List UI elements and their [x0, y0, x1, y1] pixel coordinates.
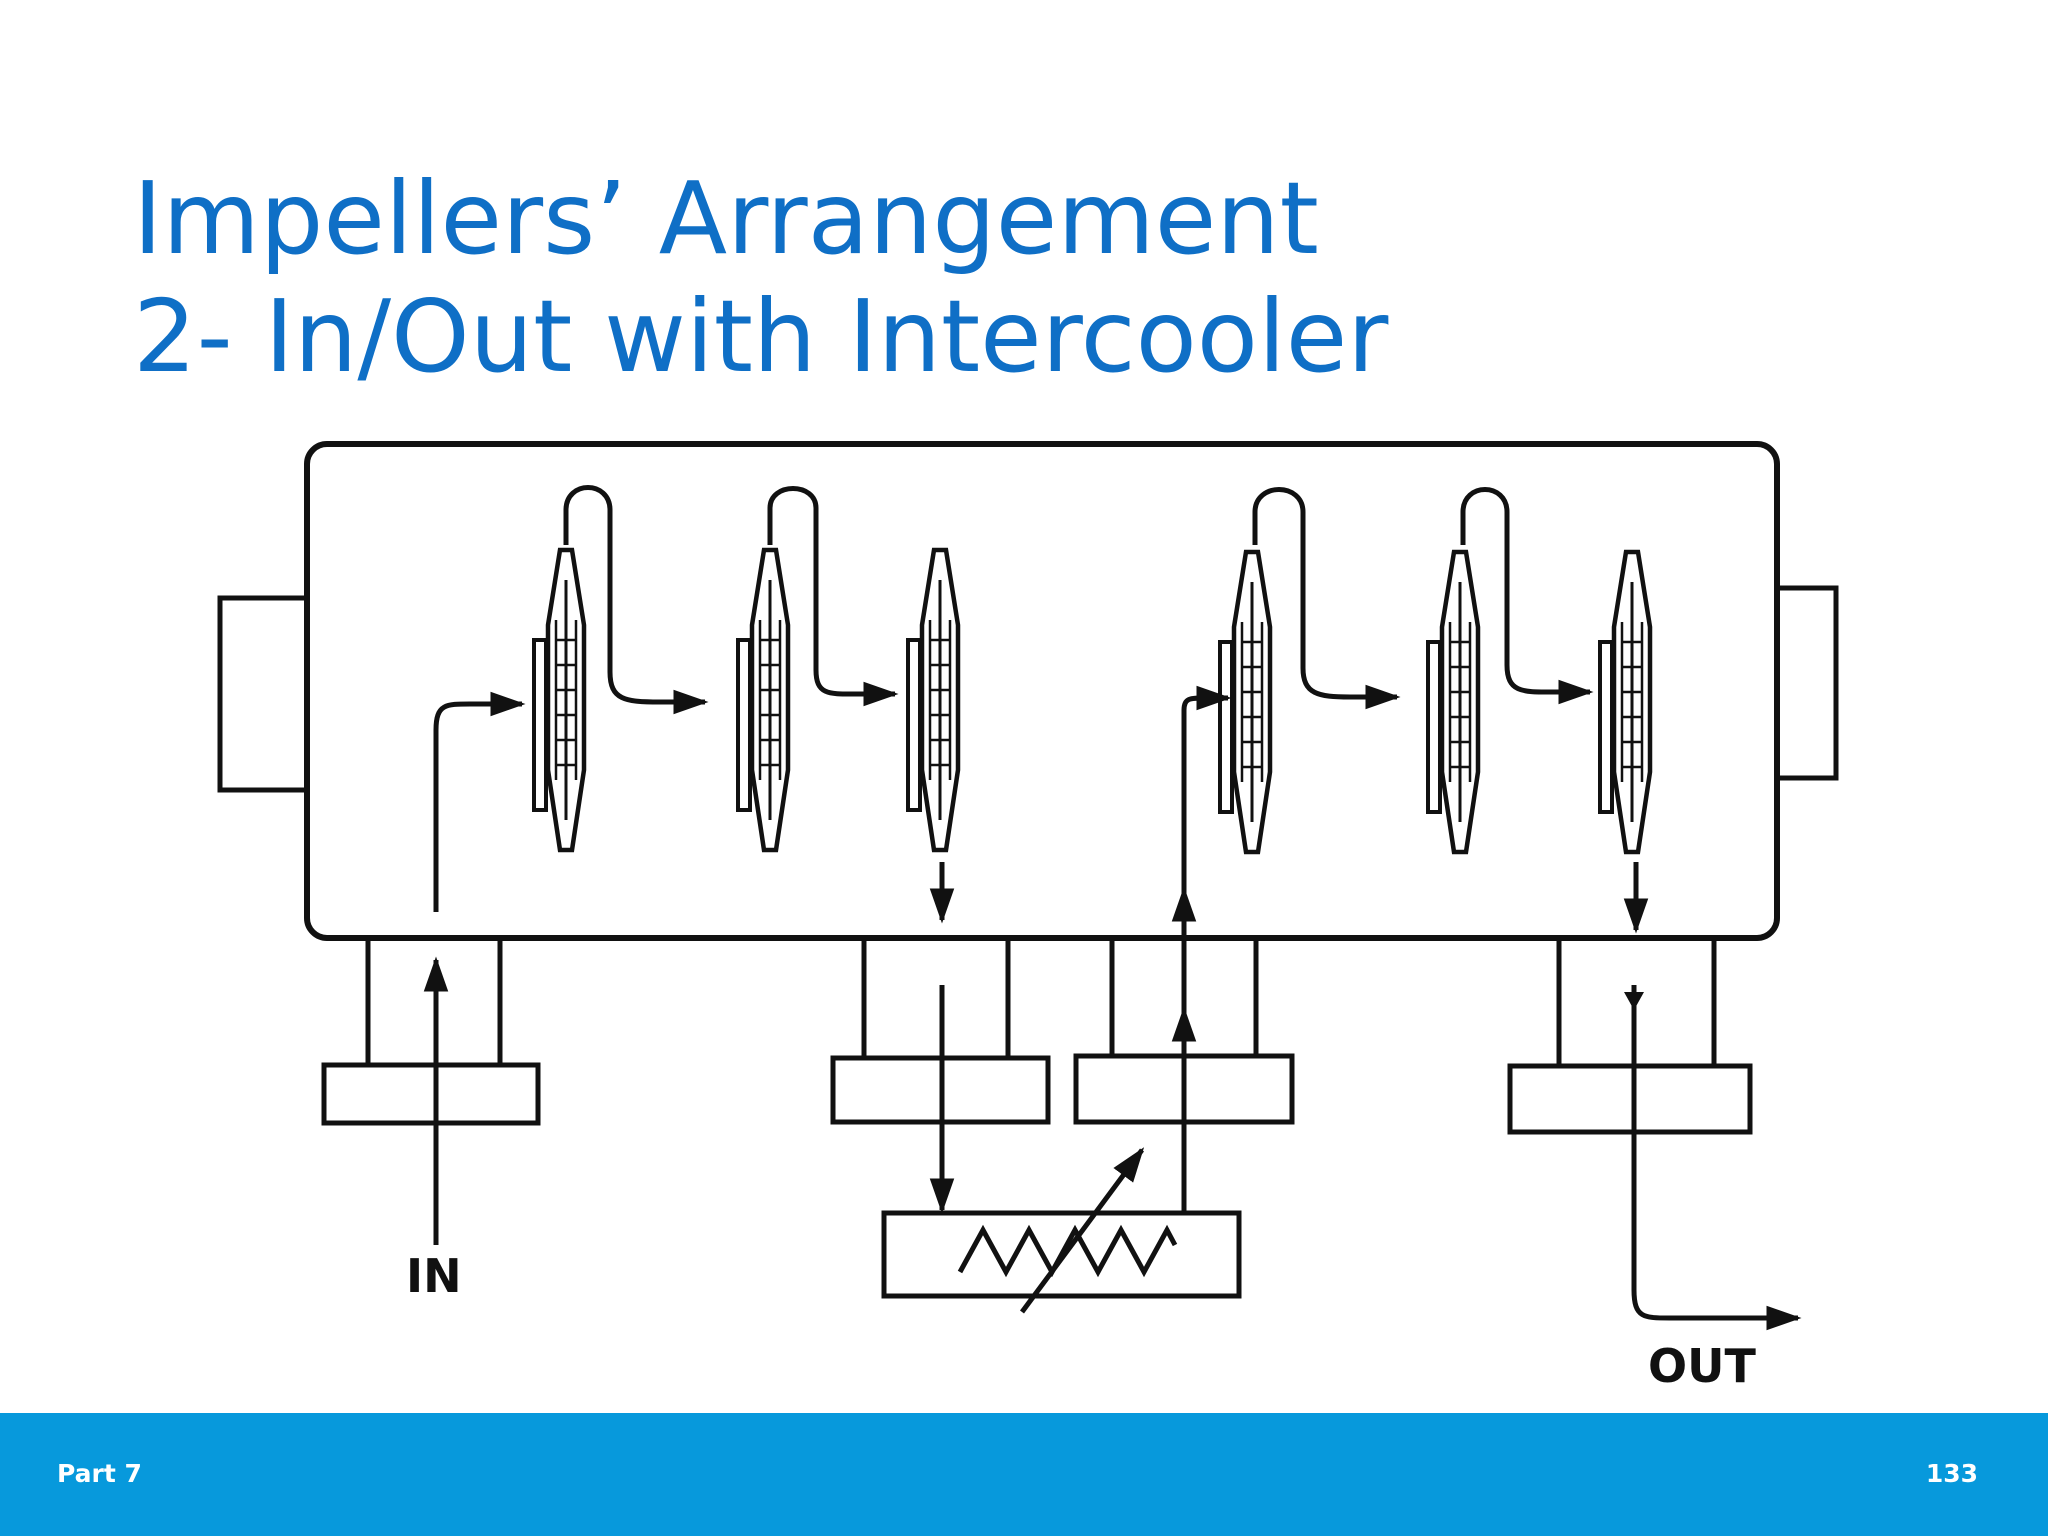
in-label: IN: [406, 1249, 462, 1303]
interstage-loop-3: [1252, 487, 1401, 710]
intercooler-coil: [957, 1224, 1178, 1278]
outlet-pointer: [1624, 992, 1644, 1010]
return-to-stage2-line: [1181, 685, 1232, 1213]
interstage-loop-2: [767, 486, 899, 707]
slide-title: Impellers’ Arrangement 2- In/Out with In…: [133, 160, 1388, 396]
left-shaft-end: [217, 595, 307, 793]
out-label: OUT: [1648, 1339, 1756, 1393]
outlet-nozzle: [1507, 940, 1753, 1135]
inlet-arrow: [433, 691, 526, 912]
intercooler-adjust-arrow: [1019, 1147, 1145, 1314]
footer-bar: Part 7 133: [0, 1413, 2048, 1536]
slide-title-line-1: Impellers’ Arrangement: [133, 160, 1319, 277]
interstage-loop-4: [1460, 487, 1594, 705]
compressor-casing: [304, 441, 1780, 941]
page-number: 133: [1925, 1459, 1978, 1488]
interstage-loop-1: [563, 485, 709, 715]
inlet-nozzle: [321, 940, 541, 1126]
outlet-line: [1631, 985, 1802, 1331]
compressor-diagram: IN OUT: [217, 441, 1839, 1393]
right-shaft-end: [1777, 585, 1839, 781]
footer-section-label: Part 7: [57, 1459, 142, 1488]
slide-title-line-2: 2- In/Out with Intercooler: [133, 278, 1389, 395]
